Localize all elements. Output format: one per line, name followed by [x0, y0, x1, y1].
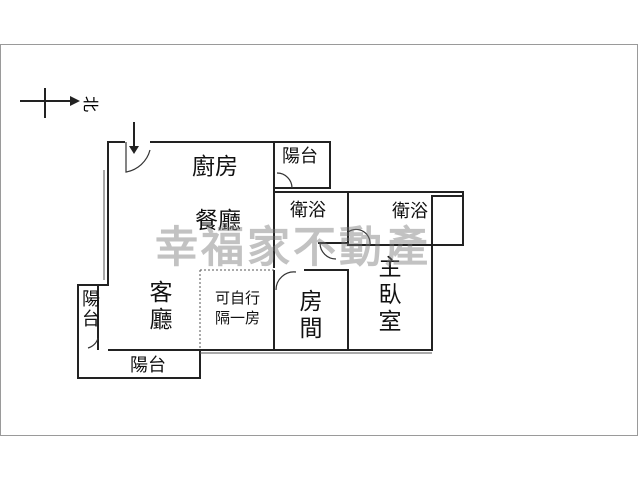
balcony-left-label: 陽台	[79, 289, 100, 329]
compass-arrow	[70, 96, 80, 106]
balcony-top-outline	[273, 141, 331, 189]
room-living-label: 客廳	[145, 280, 171, 334]
optional-room-label-1: 可自行	[215, 289, 261, 307]
entrance-door-arc	[125, 142, 151, 173]
bedroom-door-arc	[275, 271, 297, 291]
bath-right-label: 衛浴	[392, 201, 428, 222]
balcony-top-door-arc	[276, 172, 293, 189]
room-bedroom-label: 房間	[295, 289, 321, 343]
balcony-bottom-label: 陽台	[130, 355, 166, 376]
balcony-top-label: 陽台	[282, 146, 318, 167]
bath-left-door-arc	[319, 242, 337, 260]
room-kitchen-label: 廚房	[192, 154, 238, 180]
watermark-text: 幸福家不動產	[155, 223, 431, 273]
room-master-bedroom-label: 主臥室	[374, 255, 400, 336]
drawing-frame	[0, 44, 638, 436]
bath-right-door-arc	[347, 228, 371, 246]
bath-left-label: 衛浴	[290, 200, 326, 221]
bedroom-top-wall	[304, 269, 349, 350]
bath-right-outline	[347, 191, 464, 246]
room-dining-label: 餐廳	[195, 208, 241, 234]
optional-room-label-2: 隔一房	[215, 309, 261, 327]
north-label: 北	[81, 95, 101, 113]
entrance-arrow-head	[129, 146, 139, 154]
living-balcony-door-arc	[87, 337, 99, 349]
